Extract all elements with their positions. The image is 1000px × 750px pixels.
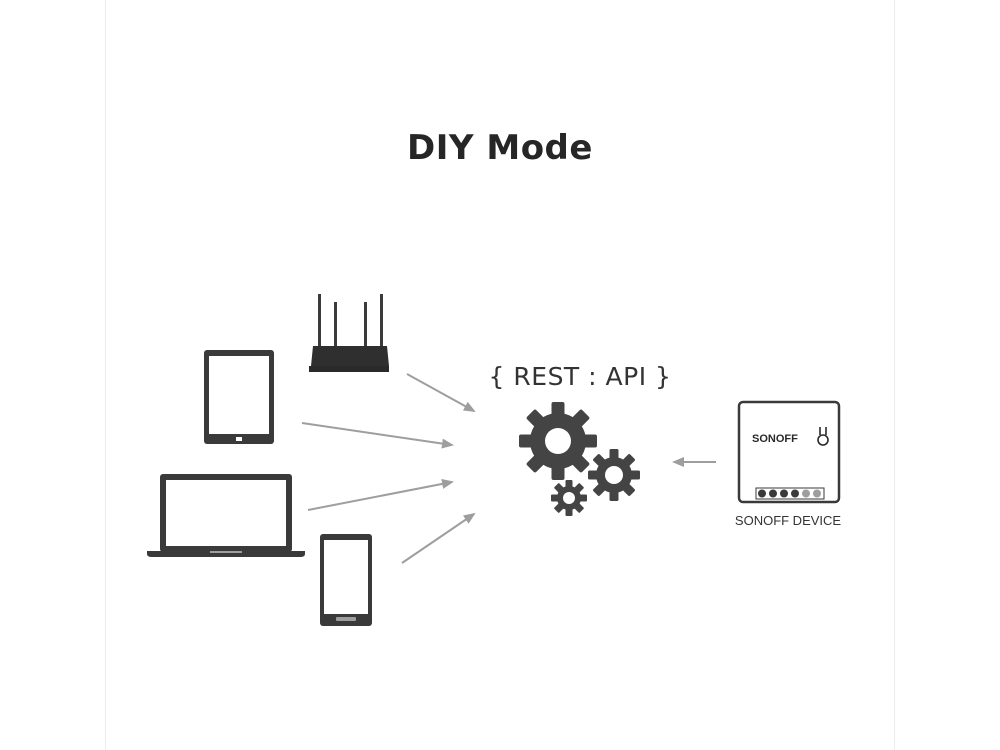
- content-panel: [105, 0, 895, 750]
- laptop-icon: [147, 474, 305, 557]
- arrow-phone: [401, 512, 476, 564]
- router-icon: [309, 294, 389, 372]
- medium-gear-icon: [588, 449, 640, 501]
- tablet-icon: [204, 350, 274, 444]
- phone-icon: [320, 534, 372, 626]
- rest-api-label: { REST : API }: [488, 362, 672, 391]
- large-gear-icon: [519, 402, 597, 480]
- gears-icon: [519, 402, 640, 516]
- sonoff-device-label: SONOFF DEVICE: [734, 513, 842, 528]
- small-gear-icon: [551, 480, 587, 516]
- page-title: DIY Mode: [407, 128, 593, 168]
- device-arrows: [301, 373, 716, 564]
- arrow-tablet: [301, 422, 454, 449]
- arrow-laptop: [307, 479, 454, 511]
- arrow-router: [406, 373, 476, 412]
- sonoff-device-icon: SONOFF: [737, 400, 841, 504]
- sonoff-brand-text: SONOFF: [752, 433, 798, 445]
